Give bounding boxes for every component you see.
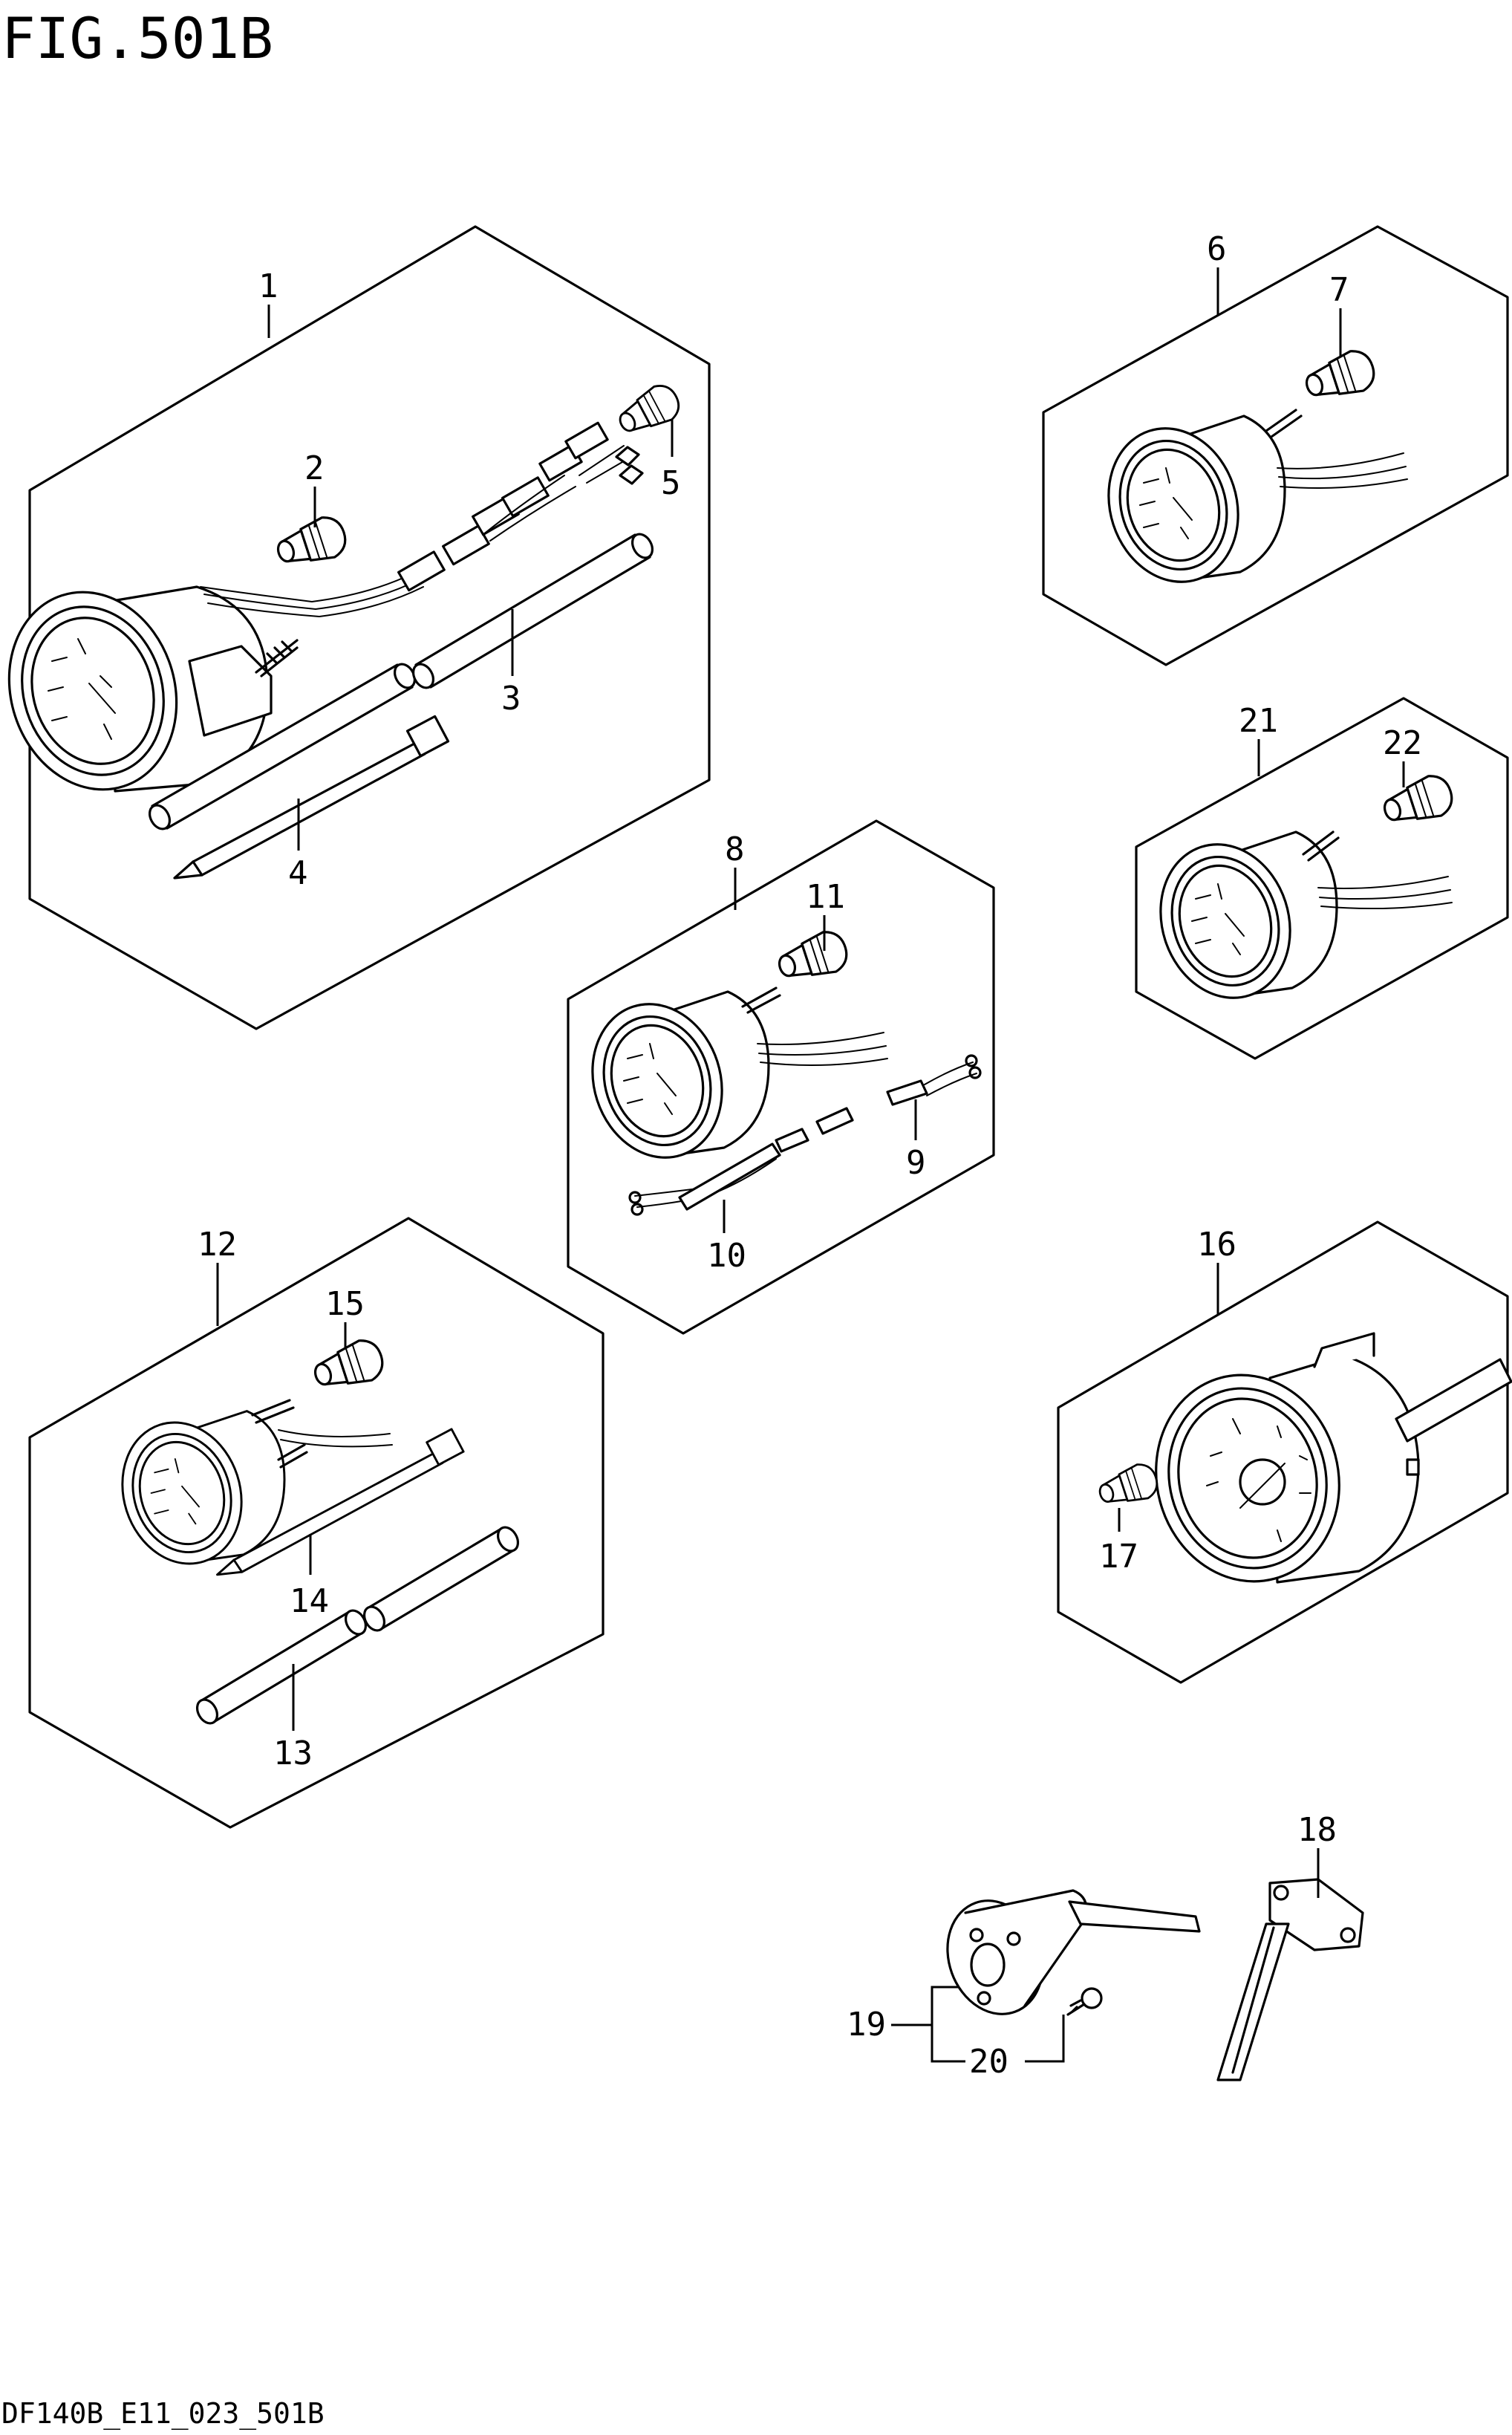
callout-16: 16 (1197, 1226, 1236, 1264)
sensor-bracket-item-19 (946, 1889, 1201, 2015)
tachometer-gauge-1 (7, 585, 273, 793)
bulb-item-11 (772, 926, 853, 989)
callout-12: 12 (198, 1226, 237, 1264)
bulb-item-5 (611, 378, 686, 443)
callout-18: 18 (1297, 1811, 1337, 1849)
box-assembly-8 (567, 819, 995, 1335)
gauge-item-8 (572, 986, 770, 1176)
callout-22: 22 (1383, 724, 1422, 762)
callout-15: 15 (325, 1285, 365, 1323)
callout-19: 19 (847, 2006, 886, 2044)
leader-19 (891, 1986, 965, 2063)
figure-title: FIG.501B (1, 5, 273, 71)
callout-11: 11 (806, 878, 845, 916)
bulb-item-15 (308, 1334, 389, 1398)
callout-13: 13 (273, 1735, 313, 1772)
screw-item-20 (1066, 1987, 1103, 2016)
callout-21: 21 (1239, 702, 1278, 740)
box-assembly-16 (1057, 1220, 1512, 1684)
bulb-item-2 (271, 511, 352, 575)
gauge-item-6 (1088, 410, 1286, 600)
bulb-item-22 (1378, 770, 1459, 833)
figure-code: DF140B_E11_023_501B (1, 2397, 325, 2431)
box-assembly-1 (7, 225, 711, 1030)
box-assembly-21 (1135, 697, 1509, 1060)
callout-14: 14 (290, 1582, 329, 1620)
callout-17: 17 (1099, 1538, 1138, 1576)
callout-8: 8 (725, 830, 745, 868)
callout-1: 1 (258, 267, 278, 305)
box-assembly-12 (28, 1217, 605, 1829)
callout-4: 4 (288, 854, 308, 892)
callout-5: 5 (661, 464, 681, 502)
bulb-item-17 (1094, 1459, 1163, 1513)
callout-3: 3 (501, 680, 521, 718)
callout-9: 9 (906, 1144, 926, 1182)
gauge-item-16 (1155, 1332, 1512, 1584)
callout-20: 20 (969, 2043, 1008, 2081)
callout-2: 2 (304, 449, 325, 487)
callout-10: 10 (707, 1237, 746, 1275)
sensor-arm-item-18 (1216, 1878, 1364, 2081)
gauge-item-21 (1140, 826, 1338, 1016)
leader-20 (1025, 2015, 1065, 2063)
callout-7: 7 (1329, 271, 1349, 309)
box-assembly-6 (1042, 225, 1509, 666)
callout-6: 6 (1207, 230, 1227, 268)
